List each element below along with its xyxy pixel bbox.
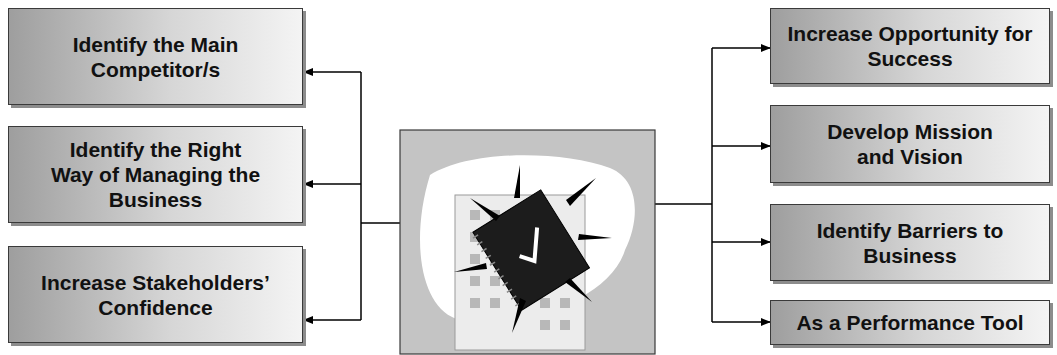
process-box: As a Performance Tool	[770, 300, 1050, 345]
process-box: Identify the Main Competitor/s	[8, 8, 303, 105]
center-illustration	[400, 130, 655, 354]
box-label: Increase Stakeholders’ Confidence	[33, 270, 278, 320]
box-label: Develop Mission and Vision	[811, 119, 1009, 169]
box-label: Identify the Right Way of Managing the B…	[49, 137, 262, 212]
box-label: Increase Opportunity for Success	[785, 21, 1035, 71]
process-box: Identify the Right Way of Managing the B…	[8, 126, 303, 223]
process-box: Identify Barriers to Business	[770, 204, 1050, 281]
box-label: As a Performance Tool	[796, 310, 1023, 335]
process-box: Develop Mission and Vision	[770, 105, 1050, 183]
process-box: Increase Stakeholders’ Confidence	[8, 246, 303, 343]
connector-lines	[304, 48, 770, 322]
box-label: Identify Barriers to Business	[801, 218, 1019, 268]
box-label: Identify the Main Competitor/s	[51, 32, 260, 82]
process-box: Increase Opportunity for Success	[770, 8, 1050, 84]
